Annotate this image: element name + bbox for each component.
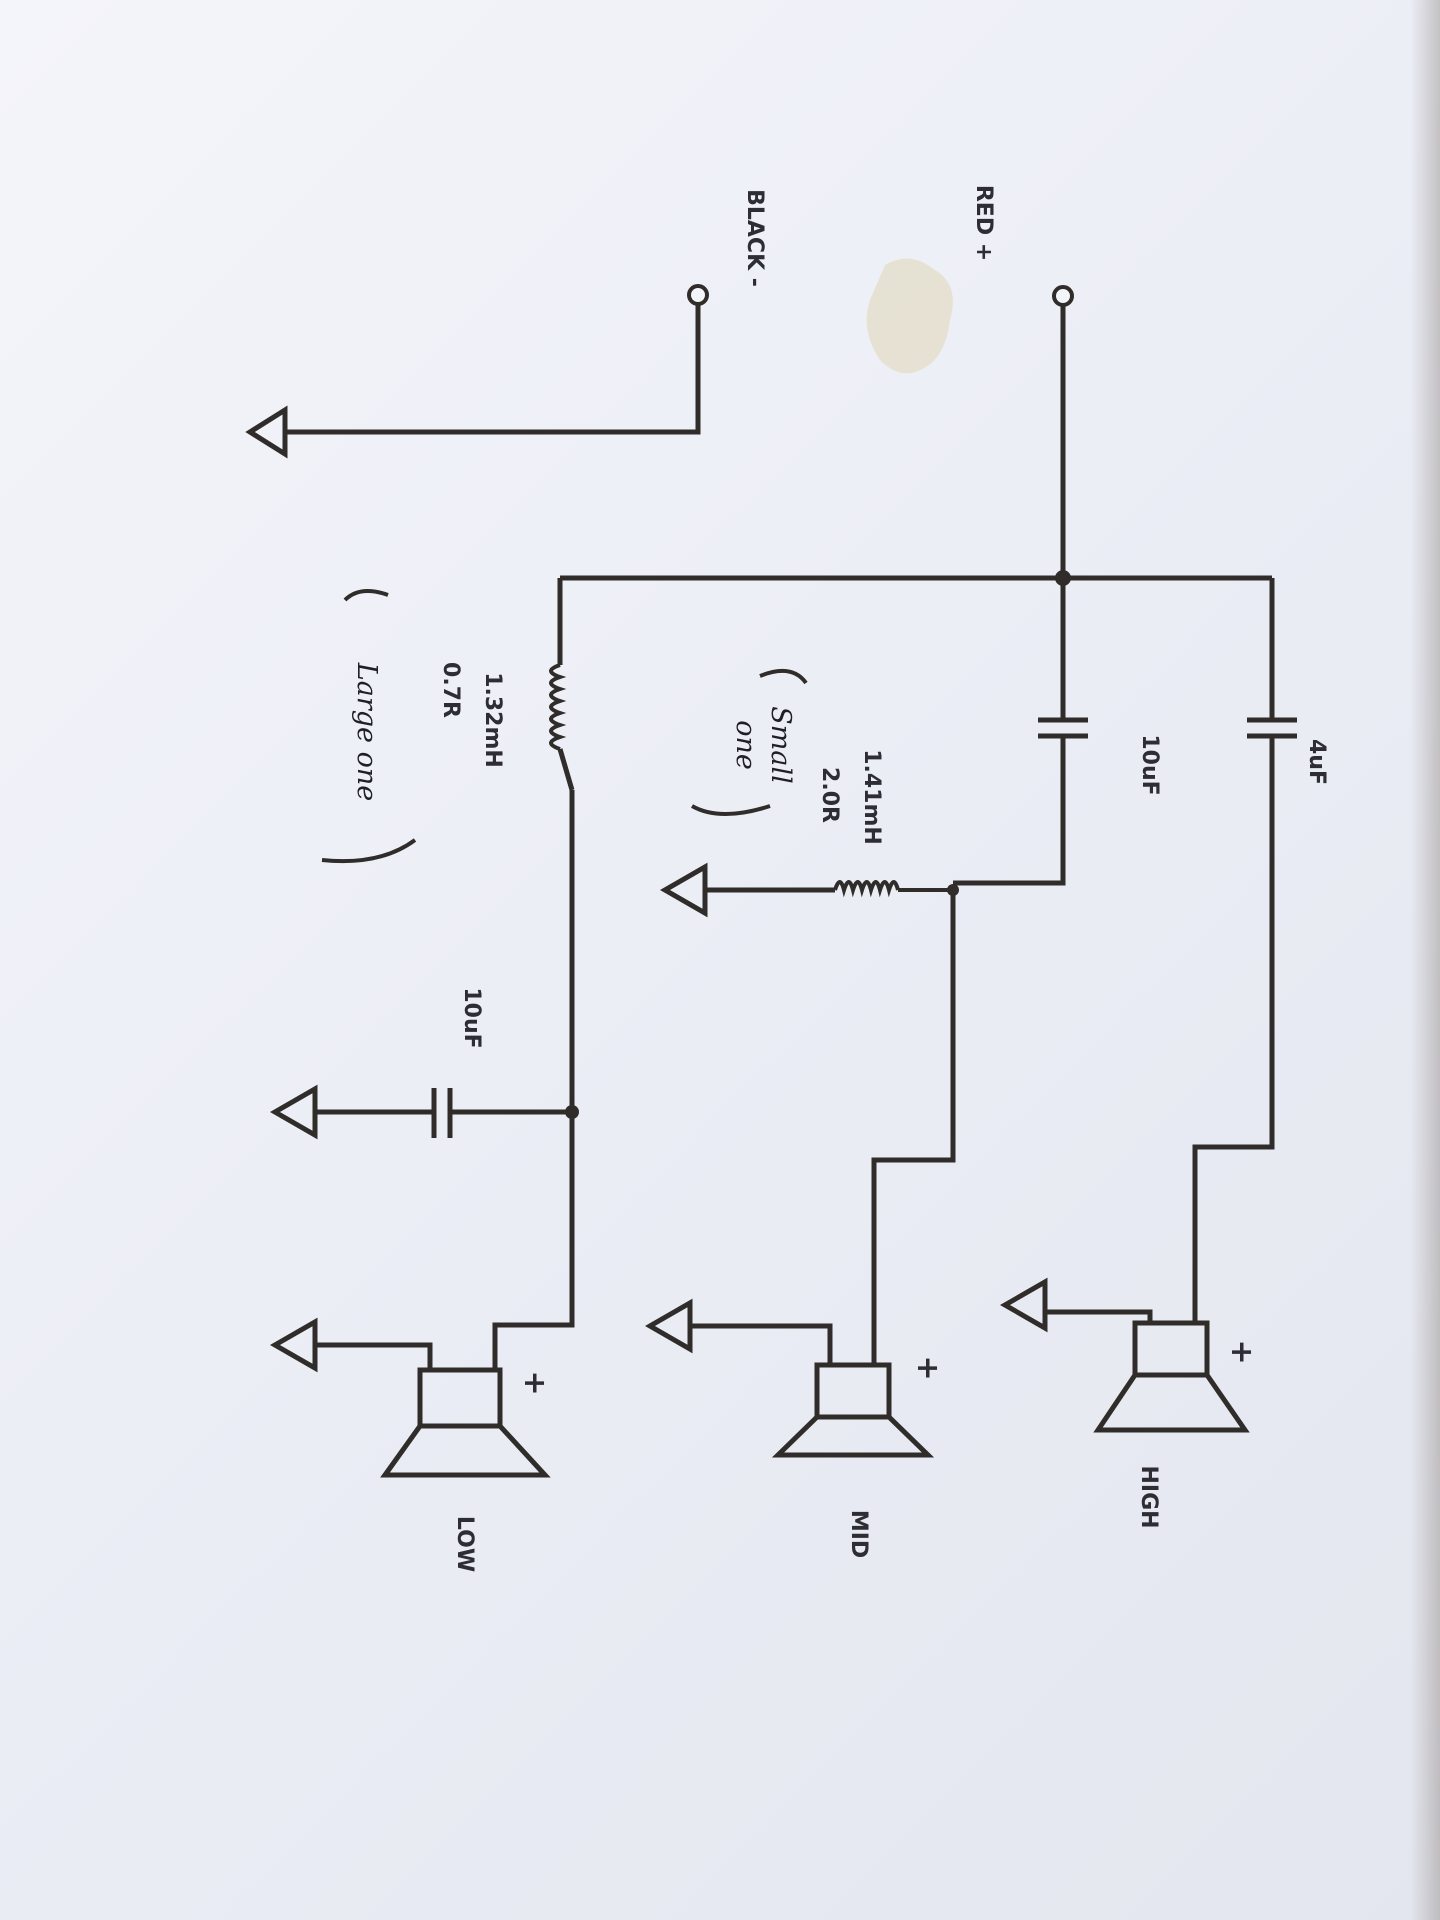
c-high-label: 4uF: [1304, 739, 1329, 785]
bracket-end: [321, 838, 417, 864]
wire: [871, 890, 956, 1365]
c-mid-label: 10uF: [1137, 734, 1162, 795]
low-speaker: [380, 1367, 551, 1478]
small-note-line1: Small: [765, 706, 796, 783]
l-low-resistance-label: 0.7R: [438, 662, 463, 718]
capacitor-10uf-low: [431, 1088, 453, 1138]
plus-sign: +: [910, 1355, 945, 1380]
low-label: LOW: [452, 1516, 477, 1572]
speaker-cone: [1093, 1372, 1250, 1433]
bracket-start: [759, 668, 808, 685]
paper-edge: [1410, 0, 1440, 1920]
wire: [687, 1323, 833, 1365]
wire: [1192, 736, 1275, 1323]
handwritten-large-note: Large one: [321, 589, 417, 864]
mid-label: MID: [846, 1510, 871, 1558]
speaker-magnet: [1132, 1320, 1210, 1378]
capacitor-10uf-mid: [1038, 717, 1088, 739]
red-positive-label: RED +: [971, 185, 996, 261]
l-mid-resistance-label: 2.0R: [817, 767, 842, 823]
handwritten-small-note: Small one: [691, 668, 808, 816]
speaker-cone: [380, 1423, 551, 1478]
wire: [557, 748, 575, 791]
l-mid-value-label: 1.41mH: [859, 749, 884, 845]
mid-speaker: [771, 1362, 935, 1458]
inductor-coil: [833, 880, 953, 898]
ground-symbol: [659, 862, 708, 918]
small-note-line2: one: [730, 720, 761, 770]
ground-symbol: [269, 1084, 318, 1140]
bracket-start: [343, 589, 389, 602]
speaker-magnet: [417, 1367, 503, 1429]
high-branch: +: [999, 578, 1297, 1433]
high-speaker: [1093, 1320, 1250, 1433]
red-positive-terminal: [1052, 285, 1074, 578]
c-low-label: 10uF: [459, 987, 484, 1048]
capacitor-4uf: [1247, 717, 1297, 739]
ground-symbol: [245, 405, 288, 459]
bracket-end: [691, 804, 771, 816]
speaker-magnet: [814, 1362, 892, 1420]
black-negative-label: BLACK -: [742, 189, 767, 287]
high-label: HIGH: [1136, 1465, 1161, 1528]
low-branch: +: [269, 578, 579, 1478]
inductor-coil: [549, 663, 567, 751]
negative-wire: [285, 304, 701, 435]
wire: [953, 736, 1066, 886]
wire: [492, 790, 575, 1370]
plus-sign: +: [517, 1370, 552, 1395]
wire: [315, 1342, 433, 1370]
black-negative-terminal: [245, 284, 709, 459]
l-low-value-label: 1.32mH: [480, 672, 505, 768]
plus-sign: +: [1224, 1339, 1259, 1364]
speaker-cone: [771, 1414, 935, 1458]
wire: [1042, 1305, 1153, 1323]
paper-stain: [866, 258, 953, 374]
terminal-circle: [687, 284, 709, 306]
terminal-circle: [1052, 285, 1074, 307]
ground-symbol: [644, 1298, 693, 1354]
ground-symbol: [999, 1277, 1048, 1333]
large-note: Large one: [351, 662, 382, 801]
ground-symbol: [269, 1317, 318, 1373]
mid-branch: +: [644, 578, 1088, 1458]
